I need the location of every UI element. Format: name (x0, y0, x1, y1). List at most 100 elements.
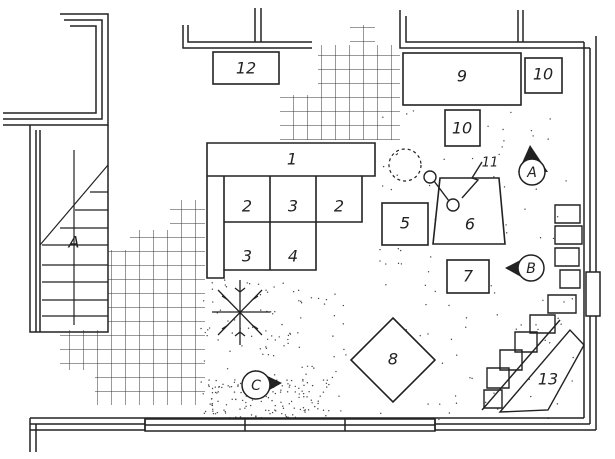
gravel-dot (274, 409, 276, 411)
gravel-dot (298, 393, 300, 395)
gravel-dot (505, 224, 507, 226)
gravel-dot (547, 138, 549, 140)
gravel-dot (287, 383, 289, 385)
label-4: 4 (288, 247, 298, 266)
gravel-dot (310, 399, 313, 401)
gravel-texture (200, 110, 574, 421)
gravel-dot (266, 338, 269, 341)
gravel-dot (524, 208, 526, 210)
gravel-dot (279, 391, 282, 393)
gravel-dot (300, 302, 303, 304)
plant-cluster-icon (388, 148, 422, 182)
gravel-dot (427, 333, 429, 335)
gravel-dot (269, 311, 272, 313)
gravel-dot (265, 346, 267, 348)
gravel-dot (340, 410, 342, 412)
gravel-dot (326, 379, 328, 381)
gravel-dot (247, 327, 250, 329)
gravel-dot (303, 384, 305, 387)
gravel-dot (235, 398, 237, 401)
gravel-dot (241, 345, 243, 347)
gravel-dot (493, 176, 495, 178)
gravel-dot (412, 110, 415, 112)
item-5 (381, 202, 429, 246)
gravel-dot (496, 314, 498, 316)
stair-label: A (68, 233, 80, 252)
gravel-dot (484, 401, 487, 404)
gravel-dot (206, 334, 208, 337)
gravel-dot (249, 404, 252, 407)
gravel-dot (287, 334, 290, 337)
gravel-dot (294, 385, 296, 388)
gravel-dot (396, 174, 398, 176)
gravel-dot (203, 412, 206, 415)
gravel-dot (288, 403, 290, 405)
gravel-dot (496, 408, 499, 410)
gravel-dot (317, 297, 320, 300)
gravel-dot (502, 128, 504, 131)
gravel-dot (501, 146, 503, 148)
gravel-dot (217, 400, 219, 403)
gravel-dot (510, 111, 512, 114)
gravel-dot (233, 319, 236, 321)
gravel-dot (448, 304, 450, 307)
gravel-dot (427, 271, 430, 273)
gravel-dot (292, 414, 294, 416)
label-10-a: 10 (533, 65, 553, 84)
gravel-dot (273, 286, 275, 288)
gravel-dot (317, 402, 319, 405)
gravel-dot (430, 256, 432, 258)
gravel-dot (382, 165, 385, 168)
item-10-a (524, 57, 563, 94)
label-11: 11 (482, 156, 499, 171)
gravel-dot (281, 412, 283, 415)
gravel-dot (252, 326, 254, 328)
gravel-dot (530, 129, 533, 132)
gravel-dot (245, 401, 247, 404)
gravel-dot (288, 386, 291, 388)
gravel-dot (406, 113, 408, 115)
gravel-dot (233, 391, 236, 393)
gravel-dot (399, 249, 402, 252)
view-marker-c-label: C (251, 378, 261, 394)
gravel-dot (303, 409, 305, 412)
fireplace-13 (481, 204, 585, 413)
gravel-dot (556, 403, 559, 405)
gravel-dot (259, 294, 262, 296)
gravel-dot (257, 283, 260, 286)
label-7: 7 (463, 267, 474, 286)
gravel-dot (381, 185, 384, 187)
gravel-dot (208, 327, 211, 329)
label-2-b: 2 (334, 197, 344, 216)
gravel-dot (289, 384, 291, 387)
gravel-dot (317, 400, 319, 402)
view-marker-c: C (241, 370, 282, 400)
gravel-dot (214, 391, 217, 394)
gravel-dot (325, 382, 328, 385)
gravel-dot (319, 395, 321, 397)
gravel-dot (274, 339, 277, 341)
gravel-dot (227, 320, 229, 322)
gravel-dot (208, 385, 210, 388)
gravel-dot (302, 392, 305, 395)
gravel-dot (202, 393, 204, 395)
gravel-dot (269, 413, 271, 415)
gravel-dot (267, 354, 270, 356)
gravel-dot (515, 328, 518, 330)
item-6 (432, 177, 506, 245)
gravel-dot (333, 315, 336, 317)
gravel-dot (211, 392, 214, 394)
gravel-dot (265, 289, 267, 291)
gravel-dot (265, 395, 267, 398)
gravel-dot (211, 387, 214, 390)
gravel-dot (233, 381, 236, 384)
gravel-dot (275, 410, 277, 412)
gravel-dot (520, 324, 522, 326)
gravel-dot (443, 158, 445, 161)
gravel-dot (200, 327, 202, 330)
gravel-dot (342, 323, 344, 325)
gravel-dot (313, 367, 315, 369)
gravel-dot (244, 407, 246, 409)
gravel-dot (283, 345, 285, 347)
